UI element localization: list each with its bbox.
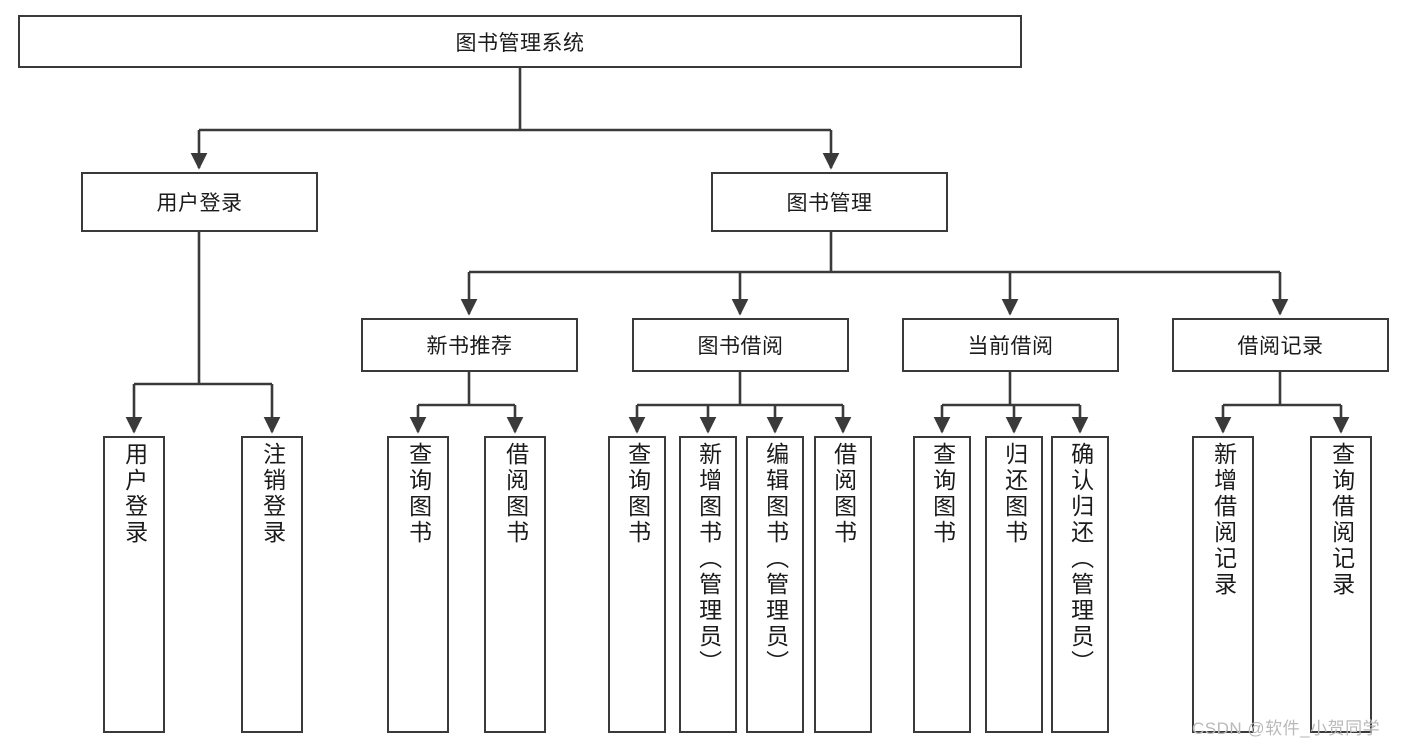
leaf-query-book-recommend[interactable]: 查询图书 [387,436,449,733]
leaf-user-login[interactable]: 用户登录 [103,436,165,733]
leaf-borrow-book-recommend[interactable]: 借阅图书 [484,436,546,733]
node-borrow-record[interactable]: 借阅记录 [1172,318,1389,372]
node-book-borrow[interactable]: 图书借阅 [632,318,849,372]
node-current-borrow[interactable]: 当前借阅 [902,318,1119,372]
node-book-management[interactable]: 图书管理 [711,172,948,232]
leaf-borrow-book[interactable]: 借阅图书 [814,436,872,733]
leaf-logout-login[interactable]: 注销登录 [241,436,303,733]
node-root[interactable]: 图书管理系统 [18,15,1022,68]
leaf-query-borrow-record[interactable]: 查询借阅记录 [1310,436,1372,733]
leaf-add-book-admin[interactable]: 新增图书（管理员） [679,436,737,733]
leaf-query-book-current[interactable]: 查询图书 [913,436,971,733]
leaf-return-book[interactable]: 归还图书 [985,436,1043,733]
leaf-add-borrow-record[interactable]: 新增借阅记录 [1192,436,1254,733]
node-user-login[interactable]: 用户登录 [81,172,318,232]
leaf-confirm-return-admin[interactable]: 确认归还（管理员） [1051,436,1109,733]
csdn-watermark: CSDN @软件_小贺同学 [1192,719,1381,738]
leaf-query-book-borrow[interactable]: 查询图书 [608,436,666,733]
leaf-edit-book-admin[interactable]: 编辑图书（管理员） [746,436,804,733]
node-new-book-recommend[interactable]: 新书推荐 [361,318,578,372]
